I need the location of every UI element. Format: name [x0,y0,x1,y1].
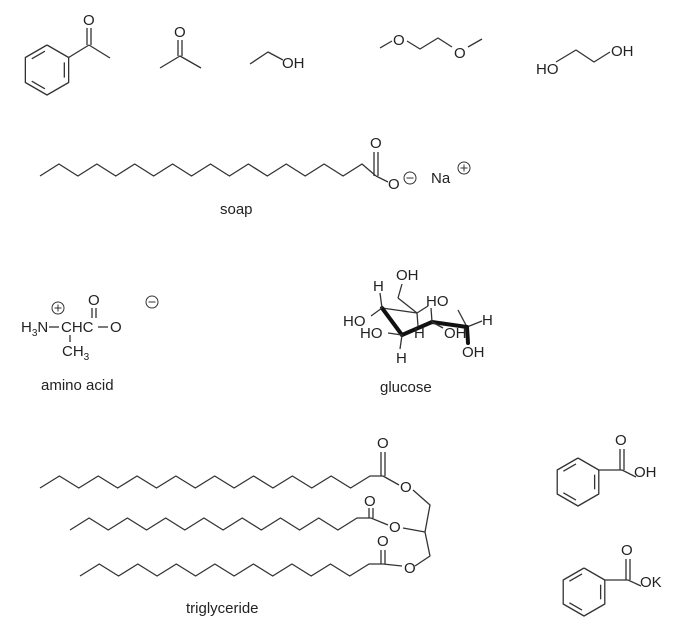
soap-carbonyl-oxygen: O [370,135,382,152]
benzoic-acid-benzene-ring-inner-bond [563,492,577,501]
glycerol-bond [402,527,426,533]
glucose-bond [431,321,444,329]
dimethoxyethane-oxygen-2: O [454,45,466,62]
triglyceride-chain-3 [79,563,383,577]
glucose-bold-bond [465,325,470,345]
triglyceride-ester-oxygen-1: O [400,479,412,496]
triglyceride-ester-bond [370,517,389,526]
dme-bond [379,40,393,49]
glucose-bond [397,283,403,299]
bond-lines [24,28,642,617]
glucose-bond [370,307,383,317]
triglyceride-carbonyl-oxygen-1: O [377,435,389,452]
acetophenone-benzene-ring [24,44,70,96]
potassium-benzoate-carbonyl-oxygen: O [621,542,633,559]
triglyceride-carbonyl-oxygen-2: O [364,493,376,510]
triglyceride-chain-1 [39,475,383,489]
triglyceride-ester-oxygen-3: O [404,560,416,577]
acetophenone-carbonyl-oxygen: O [83,12,95,29]
soap-anion-oxygen: O [388,176,400,193]
amino-acid-carbonyl-oxygen: O [88,292,100,309]
triglyceride-label: triglyceride [186,600,259,617]
glucose-bond [387,332,403,336]
glucose-ring-bond [457,309,468,328]
glycol-bonds [555,49,611,63]
negative-charge-icon [145,295,159,309]
potassium-benzoate-benzene-ring-inner-bond [569,573,583,582]
glucose-bold-bond [380,306,404,337]
positive-charge-icon [457,161,471,175]
glycerol-backbone [412,489,431,567]
potassium-benzoate-benzene-ring-inner-bond [569,602,583,611]
acetophenone-bond [68,44,90,59]
dimethoxyethane-oxygen-1: O [393,32,405,49]
acetophenone-benzene-ring-inner-bond [31,50,46,60]
triglyceride-chain-2 [69,517,371,531]
ethylene-glycol-oh: OH [611,43,634,60]
amino-acid-ammonium: H3N [21,319,48,339]
positive-charge-icon [51,301,65,315]
soap-co-bond [375,175,389,183]
triglyceride-carbonyl-oxygen-3: O [377,533,389,550]
glucose-label: glucose [380,379,432,396]
triglyceride-ester-oxygen-2: O [389,519,401,536]
amino-acid-chc: CHC [61,319,94,336]
glucose-ho-left: HO [343,313,366,330]
potassium-benzoate-ok-bond [627,579,642,587]
glucose-ring-bond [416,305,429,314]
benzoic-acid-oh-bond [621,469,637,478]
glucose-oh-top: OH [396,267,419,284]
glucose-bold-bond [430,320,469,329]
sodium-ion: Na [431,170,451,187]
glucose-ring-bond [381,307,418,314]
amino-acid-label: amino acid [41,377,114,394]
glucose-bond [399,334,403,350]
glucose-h-right: H [482,312,493,329]
amino-acid-methyl: CH3 [62,343,90,363]
acetone-carbonyl-oxygen: O [174,24,186,41]
dme-bond [467,38,483,48]
triglyceride-ester-bond [382,563,403,567]
potassium-benzoate-benzene-ring [562,567,606,617]
negative-charge-icon [403,171,417,185]
benzoic-acid-benzene-ring-inner-bond [563,463,577,472]
acetophenone-benzene-ring-inner-bond [31,80,46,90]
glucose-bold-bond [400,320,434,337]
soap-label: soap [220,201,253,218]
glucose-bond [397,297,418,314]
ethanol-hydroxyl: OH [282,55,305,72]
glucose-oh-mid: OH [444,325,467,342]
glucose-h-top: H [373,278,384,295]
ethylene-glycol-ho: HO [536,61,559,78]
acetophenone-methyl-bond [88,44,111,59]
acetone-bonds [159,55,202,69]
soap-fatty-chain [39,163,377,177]
glucose-bond [416,312,419,327]
glucose-ho-left-2: HO [360,325,383,342]
benzoic-acid-benzene-ring [556,457,600,507]
triglyceride-ester-bond [382,475,400,486]
glucose-h-mid: H [414,325,425,342]
dme-bond [406,37,453,50]
glucose-oh-bottom: OH [462,344,485,361]
glucose-bond [466,320,483,328]
potassium-benzoate-ok: OK [640,574,662,591]
ethanol-bonds [249,51,284,65]
glucose-bond [379,292,383,309]
amino-acid-carboxylate-oxygen: O [110,319,122,336]
glucose-ring-oxygen: HO [426,293,449,310]
glucose-bond [430,307,433,323]
glucose-h-bottom: H [396,350,407,367]
benzoic-acid-carbonyl-oxygen: O [615,432,627,449]
benzoic-acid-hydroxyl: OH [634,464,657,481]
